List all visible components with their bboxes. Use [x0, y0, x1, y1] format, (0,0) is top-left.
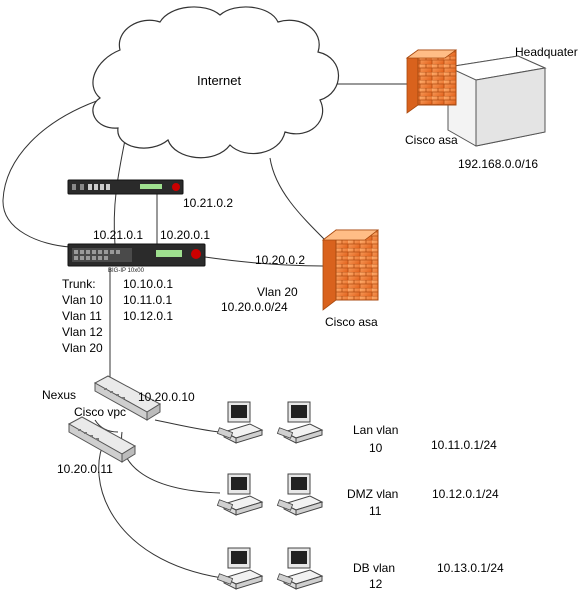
vlan-lan-line1: Lan vlan	[353, 423, 399, 437]
vpc-ip-label: 10.20.0.11	[57, 462, 113, 476]
nexus-ip-label: 10.20.0.10	[138, 390, 195, 404]
cisco-vpc-label: Cisco vpc	[74, 405, 127, 419]
hq-subnet-label: 192.168.0.0/16	[458, 157, 539, 171]
vlan-dmz-line2: 11	[369, 504, 382, 518]
internet-label: Internet	[197, 73, 242, 88]
hq-firewall-label: Cisco asa	[405, 133, 458, 147]
bigip-model-label: BIG-IP 10x00	[108, 268, 144, 274]
link-internet-bigip-left	[2, 97, 106, 248]
workstation-icon	[216, 547, 264, 590]
headquarter-server-icon	[446, 55, 547, 147]
link-bigip-asa	[204, 256, 324, 267]
trunk-name-0: Trunk:	[62, 277, 96, 291]
bigip-ip-right-label: 10.20.0.1	[160, 228, 211, 242]
vlan-lan-line2: 10	[369, 441, 383, 455]
link-vpc-dmz	[121, 431, 221, 494]
trunk-name-2: Vlan 11	[62, 309, 102, 323]
nexus-label: Nexus	[42, 388, 77, 402]
firewall-dmz-icon	[321, 229, 380, 311]
router-top-icon	[67, 179, 184, 195]
trunk-ip-1: 10.11.0.1	[123, 293, 173, 307]
workstation-icon	[276, 547, 324, 590]
asa-vlan-label: Vlan 20	[257, 285, 298, 299]
trunk-ip-0: 10.10.0.1	[123, 277, 174, 291]
trunk-name-1: Vlan 10	[62, 293, 103, 307]
vlan-dmz-line1: DMZ vlan	[347, 487, 399, 501]
firewall-hq-icon	[405, 49, 458, 114]
nexus-switch-icon	[93, 375, 162, 421]
headquarter-label: Headquater	[515, 45, 578, 59]
vlan-db-line1: DB vlan	[353, 561, 396, 575]
vlan-db-line2: 12	[369, 577, 383, 591]
asa-subnet-label: 10.20.0.0/24	[221, 300, 288, 314]
router-ip-label: 10.21.0.2	[183, 196, 234, 210]
internet-cloud	[92, 6, 340, 159]
bigip-icon	[67, 243, 206, 267]
workstation-icon	[216, 473, 264, 516]
cisco-vpc-switch-icon	[67, 416, 136, 463]
trunk-name-3: Vlan 12	[62, 325, 103, 339]
dmz-firewall-label: Cisco asa	[325, 315, 378, 329]
vlan-dmz-subnet: 10.12.0.1/24	[432, 487, 499, 501]
workstation-icon	[276, 401, 324, 444]
vlan-db-subnet: 10.13.0.1/24	[437, 561, 504, 575]
trunk-name-4: Vlan 20	[62, 341, 103, 355]
link-vpc-db	[98, 439, 223, 579]
asa-ip-label: 10.20.0.2	[255, 253, 306, 267]
bigip-ip-left-label: 10.21.0.1	[93, 228, 144, 242]
workstation-icon	[216, 401, 264, 444]
vlan-lan-subnet: 10.11.0.1/24	[431, 438, 497, 452]
link-nexus-lan	[154, 419, 221, 433]
workstation-icon	[276, 473, 324, 516]
link-internet-asa	[269, 157, 326, 241]
trunk-ip-2: 10.12.0.1	[123, 309, 174, 323]
